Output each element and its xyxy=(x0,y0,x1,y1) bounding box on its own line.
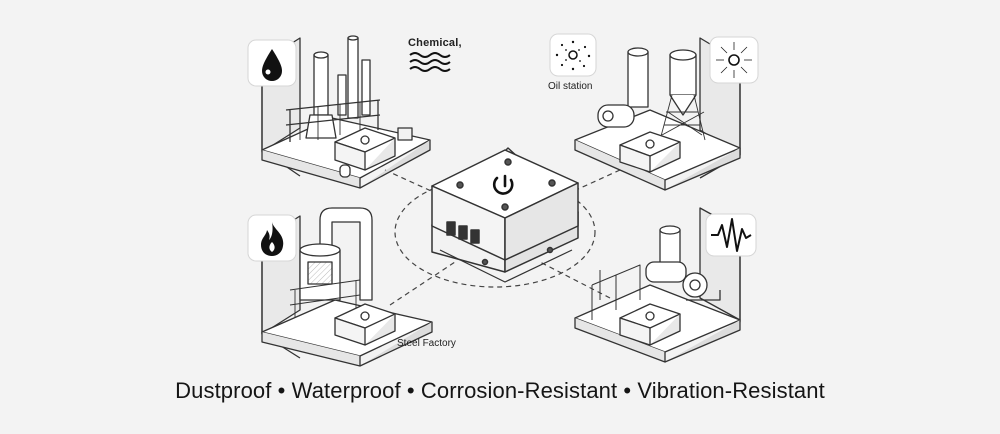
dust-particles-icon xyxy=(549,33,597,77)
scene-oil-station xyxy=(574,37,741,191)
vibration-wave-icon xyxy=(705,213,757,257)
features-caption: Dustproof • Waterproof • Corrosion-Resis… xyxy=(175,378,825,403)
scene-steel-factory xyxy=(261,207,433,367)
scene-chemical-plant xyxy=(261,35,431,189)
dust-burst-icon xyxy=(709,36,759,84)
center-device xyxy=(431,147,579,283)
water-drop-icon xyxy=(247,39,297,87)
label-steel-factory: Steel Factory xyxy=(397,338,456,349)
power-logo-icon xyxy=(492,174,514,195)
label-oil-station: Oil station xyxy=(548,81,593,92)
flame-icon xyxy=(247,214,297,262)
label-chemical: Chemical, xyxy=(408,37,462,49)
waves-icon xyxy=(409,52,451,72)
